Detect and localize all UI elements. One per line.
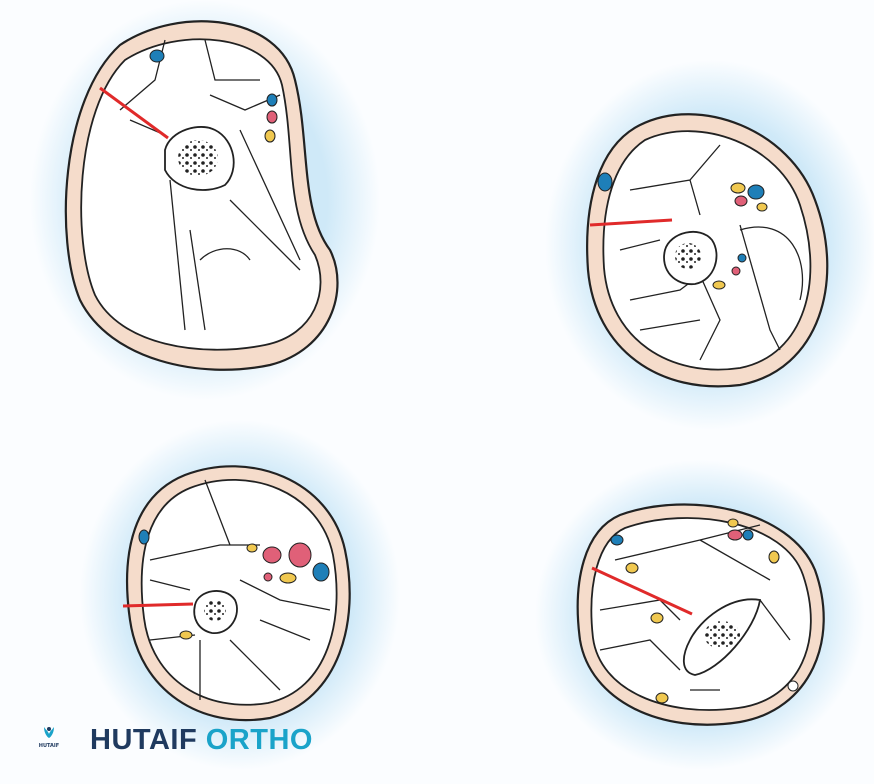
incision-line <box>122 602 194 608</box>
brand-logo: HUTAIF <box>38 724 60 749</box>
brand-name-part2: ORTHO <box>205 724 313 756</box>
incision-line <box>591 566 693 616</box>
logo-mark-icon <box>44 727 54 738</box>
cross-section-bottom-right <box>576 503 825 726</box>
cross-section-top-right <box>586 113 829 388</box>
brand-name-part1: HUTAIF <box>90 724 198 756</box>
logo-text: HUTAIF <box>38 743 60 749</box>
cross-section-bottom-left <box>122 465 351 722</box>
cross-section-top-left <box>64 20 339 371</box>
incision-line <box>589 218 673 227</box>
incision-line <box>99 86 169 140</box>
brand-watermark: HUTAIF ORTHO <box>90 724 313 757</box>
